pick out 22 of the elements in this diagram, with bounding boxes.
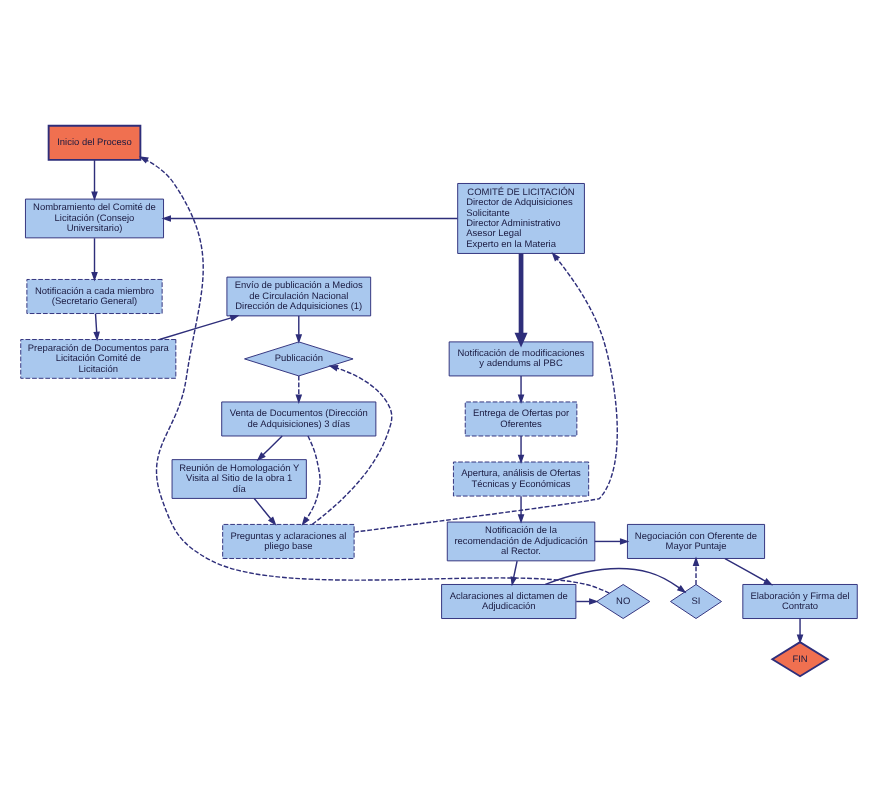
arrow [544,567,687,593]
arrow [161,214,459,221]
arrow [353,251,618,532]
arrow [301,434,321,525]
arrow [93,311,100,341]
arrow [724,556,774,585]
arrow [796,616,804,644]
arrow [91,236,98,281]
arrow [517,434,525,464]
arrow [256,434,283,460]
arrow [517,494,525,523]
arrow [138,155,610,593]
arrow [594,537,630,544]
arrow [91,158,98,200]
arrow [295,374,303,404]
arrow [158,313,240,340]
arrow [514,252,528,347]
arrow [692,555,700,585]
arrow [517,374,525,404]
arrow [295,314,303,343]
arrow [311,364,393,524]
arrow [253,496,277,525]
